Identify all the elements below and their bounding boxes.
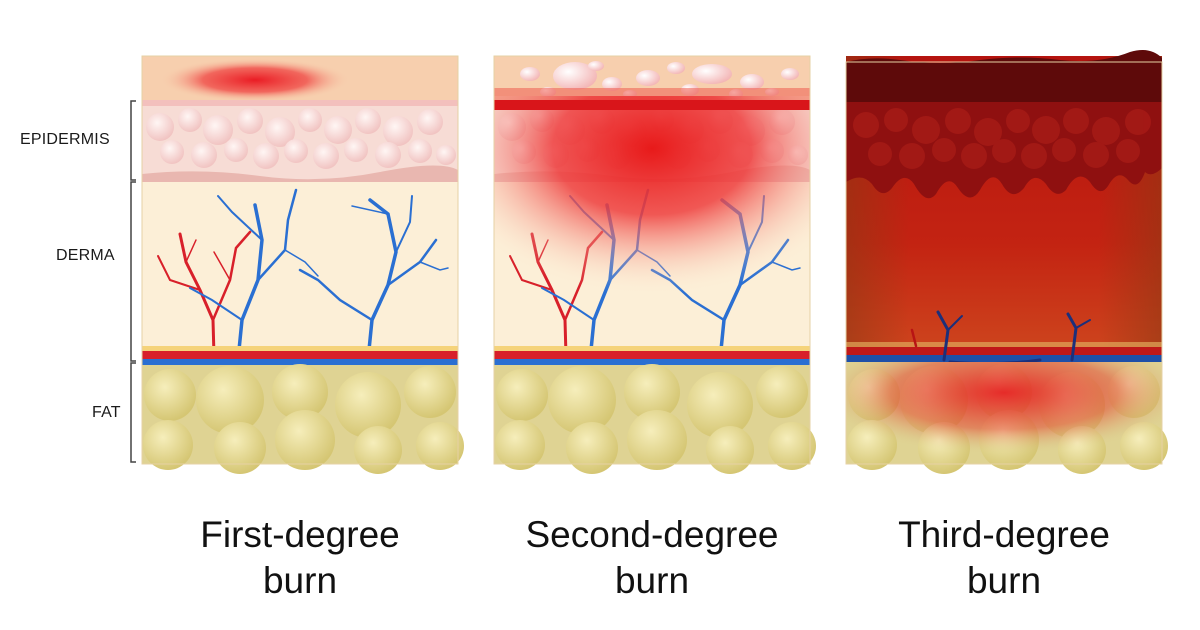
eschar-crust [846,50,1162,102]
caption-line: burn [614,560,690,601]
bracket-fat [130,362,136,463]
layer-label-derma: DERMA [56,247,115,264]
caption-line: burn [262,560,338,601]
main-artery [494,351,810,359]
charred-cells [853,108,1151,169]
burn-redness [494,96,810,306]
redness-spot [160,58,350,102]
layer-brackets [130,100,136,463]
panel-third-degree [845,50,1168,474]
layer-label-fat: FAT [92,404,121,421]
caption-line: Third-degree [898,514,1110,555]
caption-third-degree: Third-degree burn [846,512,1162,604]
panel-first-degree [141,55,464,474]
epidermis-cells [146,108,456,169]
main-vein [846,355,1162,362]
caption-line: Second-degree [525,514,779,555]
layer-label-epidermis: EPIDERMIS [20,131,110,148]
bracket-epidermis [130,100,136,181]
main-vein [494,359,810,365]
caption-line: burn [966,560,1042,601]
fat-cells [495,364,816,474]
main-artery [142,351,458,359]
panel-second-degree [493,55,816,474]
bracket-derma [130,181,136,362]
fat-cells [143,364,464,474]
caption-second-degree: Second-degree burn [494,512,810,604]
fat-burn-redness [846,362,1162,464]
caption-line: First-degree [200,514,400,555]
main-vein [142,359,458,365]
artery-branches [157,230,252,358]
derma-layer [142,182,458,352]
main-artery [846,347,1162,355]
vein-branches [189,188,449,362]
caption-first-degree: First-degree burn [142,512,458,604]
